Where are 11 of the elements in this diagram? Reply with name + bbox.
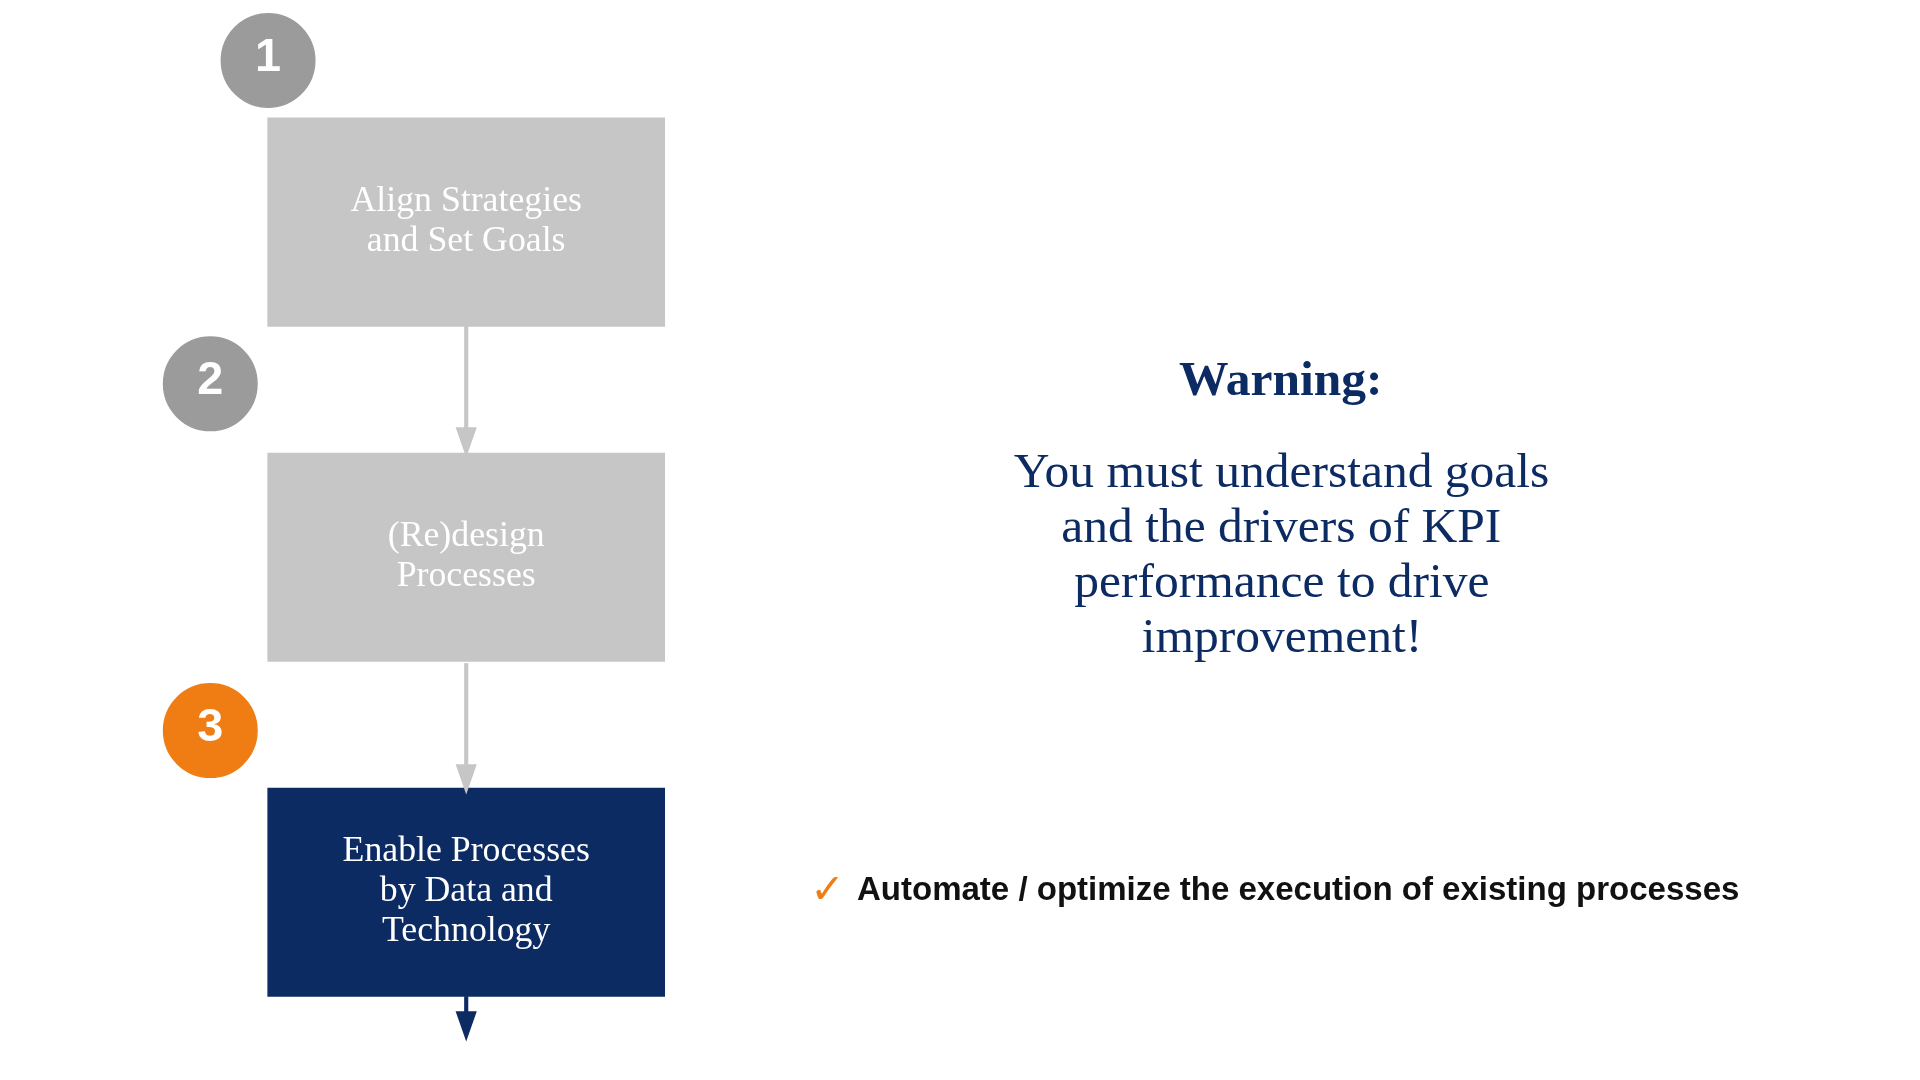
arrow bbox=[455, 663, 477, 795]
node-box: Align Strategies and Set Goals bbox=[266, 117, 665, 327]
label: You must understand goals and the drivers of KPI performance to drive improvement! bbox=[1013, 442, 1549, 663]
node-circle: 2 bbox=[162, 336, 258, 432]
node-box: (Re)design Processes bbox=[266, 452, 665, 662]
node-circle: 1 bbox=[220, 13, 316, 108]
label: Warning: bbox=[1178, 350, 1383, 406]
label: ✓ bbox=[809, 865, 845, 914]
label: Automate / optimize the execution of existing processes bbox=[856, 870, 1739, 908]
node-box: Enable Processes by Data and Technology bbox=[266, 787, 665, 997]
node-circle: 3 bbox=[162, 683, 258, 779]
